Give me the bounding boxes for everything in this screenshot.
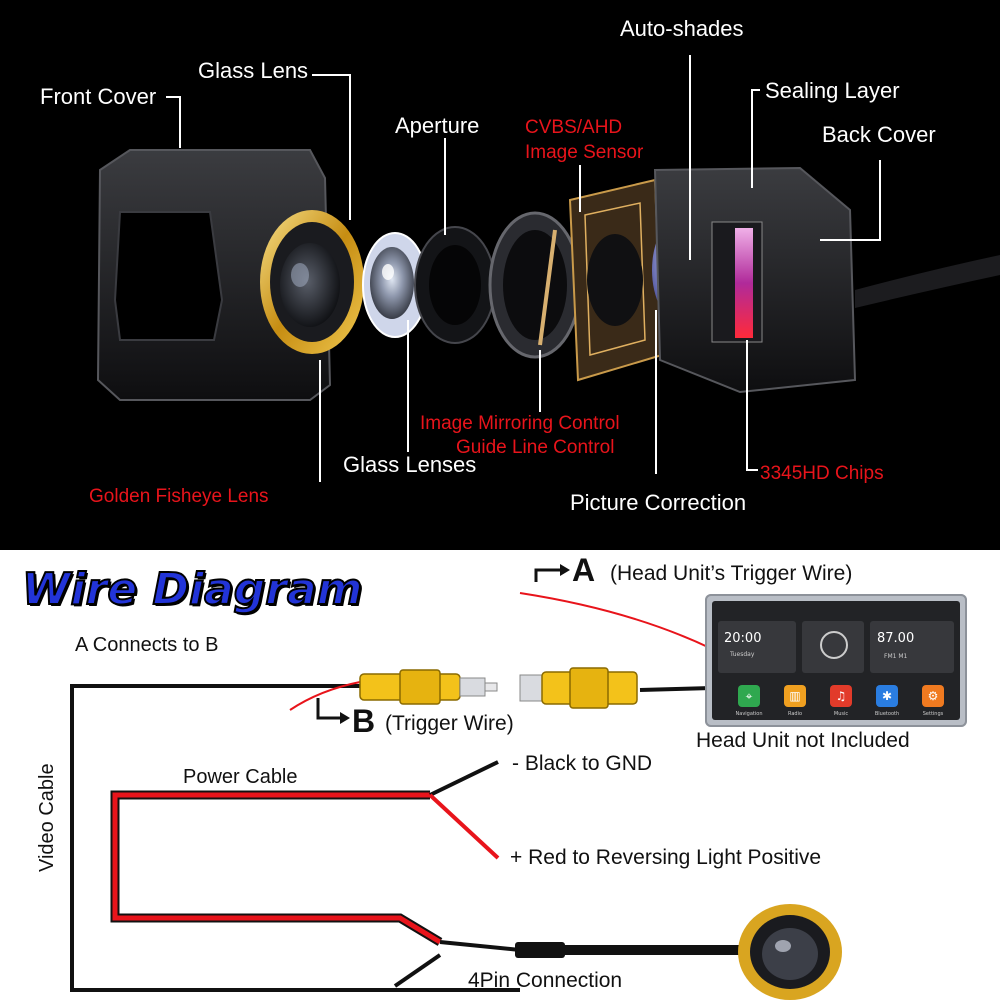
picture-correction-label: Picture Correction <box>570 490 747 515</box>
b-letter: B <box>352 703 376 739</box>
red-positive-wire <box>428 793 500 860</box>
radio-signal-icon <box>820 631 848 659</box>
golden-fisheye-label: Golden Fisheye Lens <box>89 486 269 507</box>
video-cable-line <box>70 684 520 992</box>
auto-shades-label: Auto-shades <box>620 16 744 41</box>
app-navigation-icon[interactable]: ⌖ <box>738 685 760 707</box>
back-cover-part <box>653 166 1000 394</box>
head-unit-caption: Head Unit not Included <box>696 729 910 752</box>
radio-tile <box>870 621 954 673</box>
trigger-wire-b <box>289 681 361 711</box>
a-trigger-label: (Head Unit’s Trigger Wire) <box>610 562 853 585</box>
chips-label: 3345HD Chips <box>760 463 884 484</box>
app-settings-icon[interactable]: ⚙ <box>922 685 944 707</box>
sealing-layer-label: Sealing Layer <box>765 78 900 103</box>
image-mirroring-part <box>488 211 582 359</box>
cvbs-ahd-label: CVBS/AHD <box>525 117 623 138</box>
four-pin-label: 4Pin Connection <box>468 969 623 992</box>
image-sensor-part <box>568 178 664 382</box>
head-unit-screen: 20:00 Tuesday 87.00 FM1 M1 ⌖ ▥ ♫ ✱ ⚙ Nav… <box>712 601 960 720</box>
app-bluetooth-label: Bluetooth <box>874 711 900 717</box>
black-gnd-wire <box>429 760 499 797</box>
red-reversing-label: + Red to Reversing Light Positive <box>510 846 822 869</box>
app-bluetooth-icon[interactable]: ✱ <box>876 685 898 707</box>
arrow-a-icon <box>534 568 560 582</box>
front-cover-label: Front Cover <box>40 84 157 109</box>
aperture-part <box>414 226 496 344</box>
clock-tile <box>718 621 796 673</box>
aperture-label: Aperture <box>395 113 480 138</box>
a-connects-b-label: A Connects to B <box>75 634 219 656</box>
a-letter: A <box>572 552 596 588</box>
head-unit: 20:00 Tuesday 87.00 FM1 M1 ⌖ ▥ ♫ ✱ ⚙ Nav… <box>705 594 967 727</box>
power-cable-label: Power Cable <box>183 766 298 788</box>
app-settings-label: Settings <box>922 711 944 717</box>
wire-diagram-illustration <box>70 564 842 1000</box>
app-music-icon[interactable]: ♫ <box>830 685 852 707</box>
rca-male-plug <box>359 669 498 705</box>
leader-lines <box>166 55 881 482</box>
wire-diagram-panel: Wire Diagram A Connects to B A (Head Uni… <box>0 550 1000 1000</box>
app-music-label: Music <box>833 711 849 717</box>
arrow-b-icon <box>316 698 340 720</box>
radio-band: FM1 M1 <box>884 653 908 660</box>
app-radio-label: Radio <box>787 711 803 717</box>
camera-lens <box>738 904 842 1000</box>
front-cover-part <box>96 149 332 401</box>
rca-female-plug <box>519 667 638 709</box>
wire-diagram-title: Wire Diagram <box>21 564 364 615</box>
image-sensor-label: Image Sensor <box>525 142 644 163</box>
glass-lenses-label: Glass Lenses <box>343 452 477 477</box>
trigger-wire-a <box>519 592 711 649</box>
b-trigger-label: (Trigger Wire) <box>385 712 514 735</box>
glass-lens-label: Glass Lens <box>198 58 309 83</box>
guide-line-label: Guide Line Control <box>456 437 615 458</box>
video-cable-label: Video Cable <box>36 763 58 872</box>
power-cable-line <box>112 792 442 945</box>
exploded-view-panel: Front Cover Glass Lens Aperture CVBS/AHD… <box>0 0 1000 550</box>
exploded-view-illustration <box>96 55 1000 482</box>
app-navigation-label: Navigation <box>735 711 763 717</box>
image-mirroring-label: Image Mirroring Control <box>420 413 620 434</box>
back-cover-label: Back Cover <box>822 122 936 147</box>
radio-frequency: 87.00 <box>877 631 915 646</box>
four-pin-connector <box>515 942 745 958</box>
clock-time: 20:00 <box>724 631 762 646</box>
black-gnd-label: - Black to GND <box>512 752 653 775</box>
clock-day: Tuesday <box>730 651 755 658</box>
golden-fisheye-lens-part <box>260 210 364 354</box>
glass-lenses-part <box>362 232 428 338</box>
app-radio-icon[interactable]: ▥ <box>784 685 806 707</box>
